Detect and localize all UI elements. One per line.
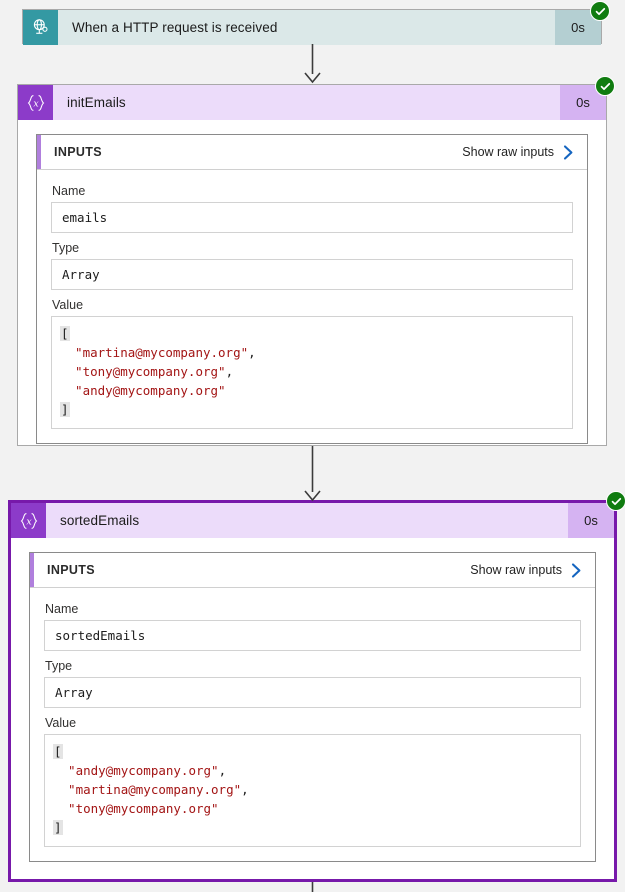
node-duration: 0s <box>568 503 614 538</box>
show-raw-inputs-link[interactable]: Show raw inputs <box>462 144 587 160</box>
json-string-2: "martina@mycompany.org" <box>68 782 242 797</box>
json-string-3: "andy@mycompany.org" <box>75 383 226 398</box>
json-bracket-close: ] <box>53 820 63 835</box>
status-badge-succeeded <box>595 76 615 96</box>
type-field-label: Type <box>45 659 73 673</box>
json-string-2: "tony@mycompany.org" <box>75 364 226 379</box>
inputs-heading: INPUTS <box>47 563 95 577</box>
panel-accent-bar <box>37 135 41 169</box>
value-json-editor[interactable]: [ "andy@mycompany.org", "martina@mycompa… <box>44 734 581 847</box>
inputs-panel-header: INPUTS Show raw inputs <box>37 135 587 170</box>
json-bracket-close: ] <box>60 402 70 417</box>
name-field-label: Name <box>45 602 79 616</box>
workflow-node-http-trigger[interactable]: When a HTTP request is received 0s <box>22 1 610 45</box>
inputs-panel-body: Name sortedEmails Type Array Value [ "an… <box>30 588 595 861</box>
value-field-label: Value <box>52 298 84 312</box>
node-details-wrap: INPUTS Show raw inputs Name emails Type <box>18 120 606 460</box>
connector-sortedemails-to-next <box>0 882 625 892</box>
json-comma-2: , <box>241 782 249 797</box>
json-bracket-open: [ <box>53 744 63 759</box>
inputs-panel: INPUTS Show raw inputs Name sortedEmails… <box>29 552 596 862</box>
type-field-value: Array <box>44 677 581 708</box>
json-comma-2: , <box>225 364 234 379</box>
node-header[interactable]: When a HTTP request is received 0s <box>23 1 610 45</box>
connector-trigger-to-initemails <box>0 44 625 84</box>
svg-text:x: x <box>26 516 32 527</box>
json-string-1: "andy@mycompany.org" <box>68 763 219 778</box>
svg-text:x: x <box>33 98 39 109</box>
globe-http-icon <box>23 10 58 45</box>
node-title: sortedEmails <box>46 503 568 538</box>
name-field-value: sortedEmails <box>44 620 581 651</box>
type-field-label: Type <box>52 241 80 255</box>
show-raw-inputs-link[interactable]: Show raw inputs <box>470 562 595 578</box>
type-field-value: Array <box>51 259 573 290</box>
variable-braces-icon: x <box>11 503 46 538</box>
node-title: When a HTTP request is received <box>58 10 555 45</box>
inputs-panel-header: INPUTS Show raw inputs <box>30 553 595 588</box>
value-json-editor[interactable]: [ "martina@mycompany.org", "tony@mycompa… <box>51 316 573 429</box>
json-bracket-open: [ <box>60 326 70 341</box>
chevron-right-icon <box>563 144 574 160</box>
name-field-value: emails <box>51 202 573 233</box>
name-field-label: Name <box>52 184 86 198</box>
json-comma-1: , <box>248 345 256 360</box>
show-raw-inputs-label: Show raw inputs <box>470 563 562 577</box>
inputs-heading: INPUTS <box>54 145 102 159</box>
node-header[interactable]: x sortedEmails 0s <box>11 491 625 538</box>
workflow-node-initemails[interactable]: x initEmails 0s INPUTS Show raw inputs <box>17 76 615 446</box>
node-header[interactable]: x initEmails 0s <box>18 76 615 120</box>
inputs-panel-body: Name emails Type Array Value [ "martina@… <box>37 170 587 443</box>
value-field-label: Value <box>45 716 77 730</box>
show-raw-inputs-label: Show raw inputs <box>462 145 554 159</box>
variable-braces-icon: x <box>18 85 53 120</box>
chevron-right-icon <box>571 562 582 578</box>
panel-accent-bar <box>30 553 34 587</box>
status-badge-succeeded <box>606 491 625 511</box>
json-comma-1: , <box>218 763 227 778</box>
workflow-node-sortedemails[interactable]: x sortedEmails 0s INPUTS Show raw inputs <box>8 491 625 882</box>
json-string-1: "martina@mycompany.org" <box>75 345 249 360</box>
status-badge-succeeded <box>590 1 610 21</box>
node-details-wrap: INPUTS Show raw inputs Name sortedEmails… <box>11 538 614 878</box>
json-string-3: "tony@mycompany.org" <box>68 801 219 816</box>
inputs-panel: INPUTS Show raw inputs Name emails Type <box>36 134 588 444</box>
node-title: initEmails <box>53 85 560 120</box>
